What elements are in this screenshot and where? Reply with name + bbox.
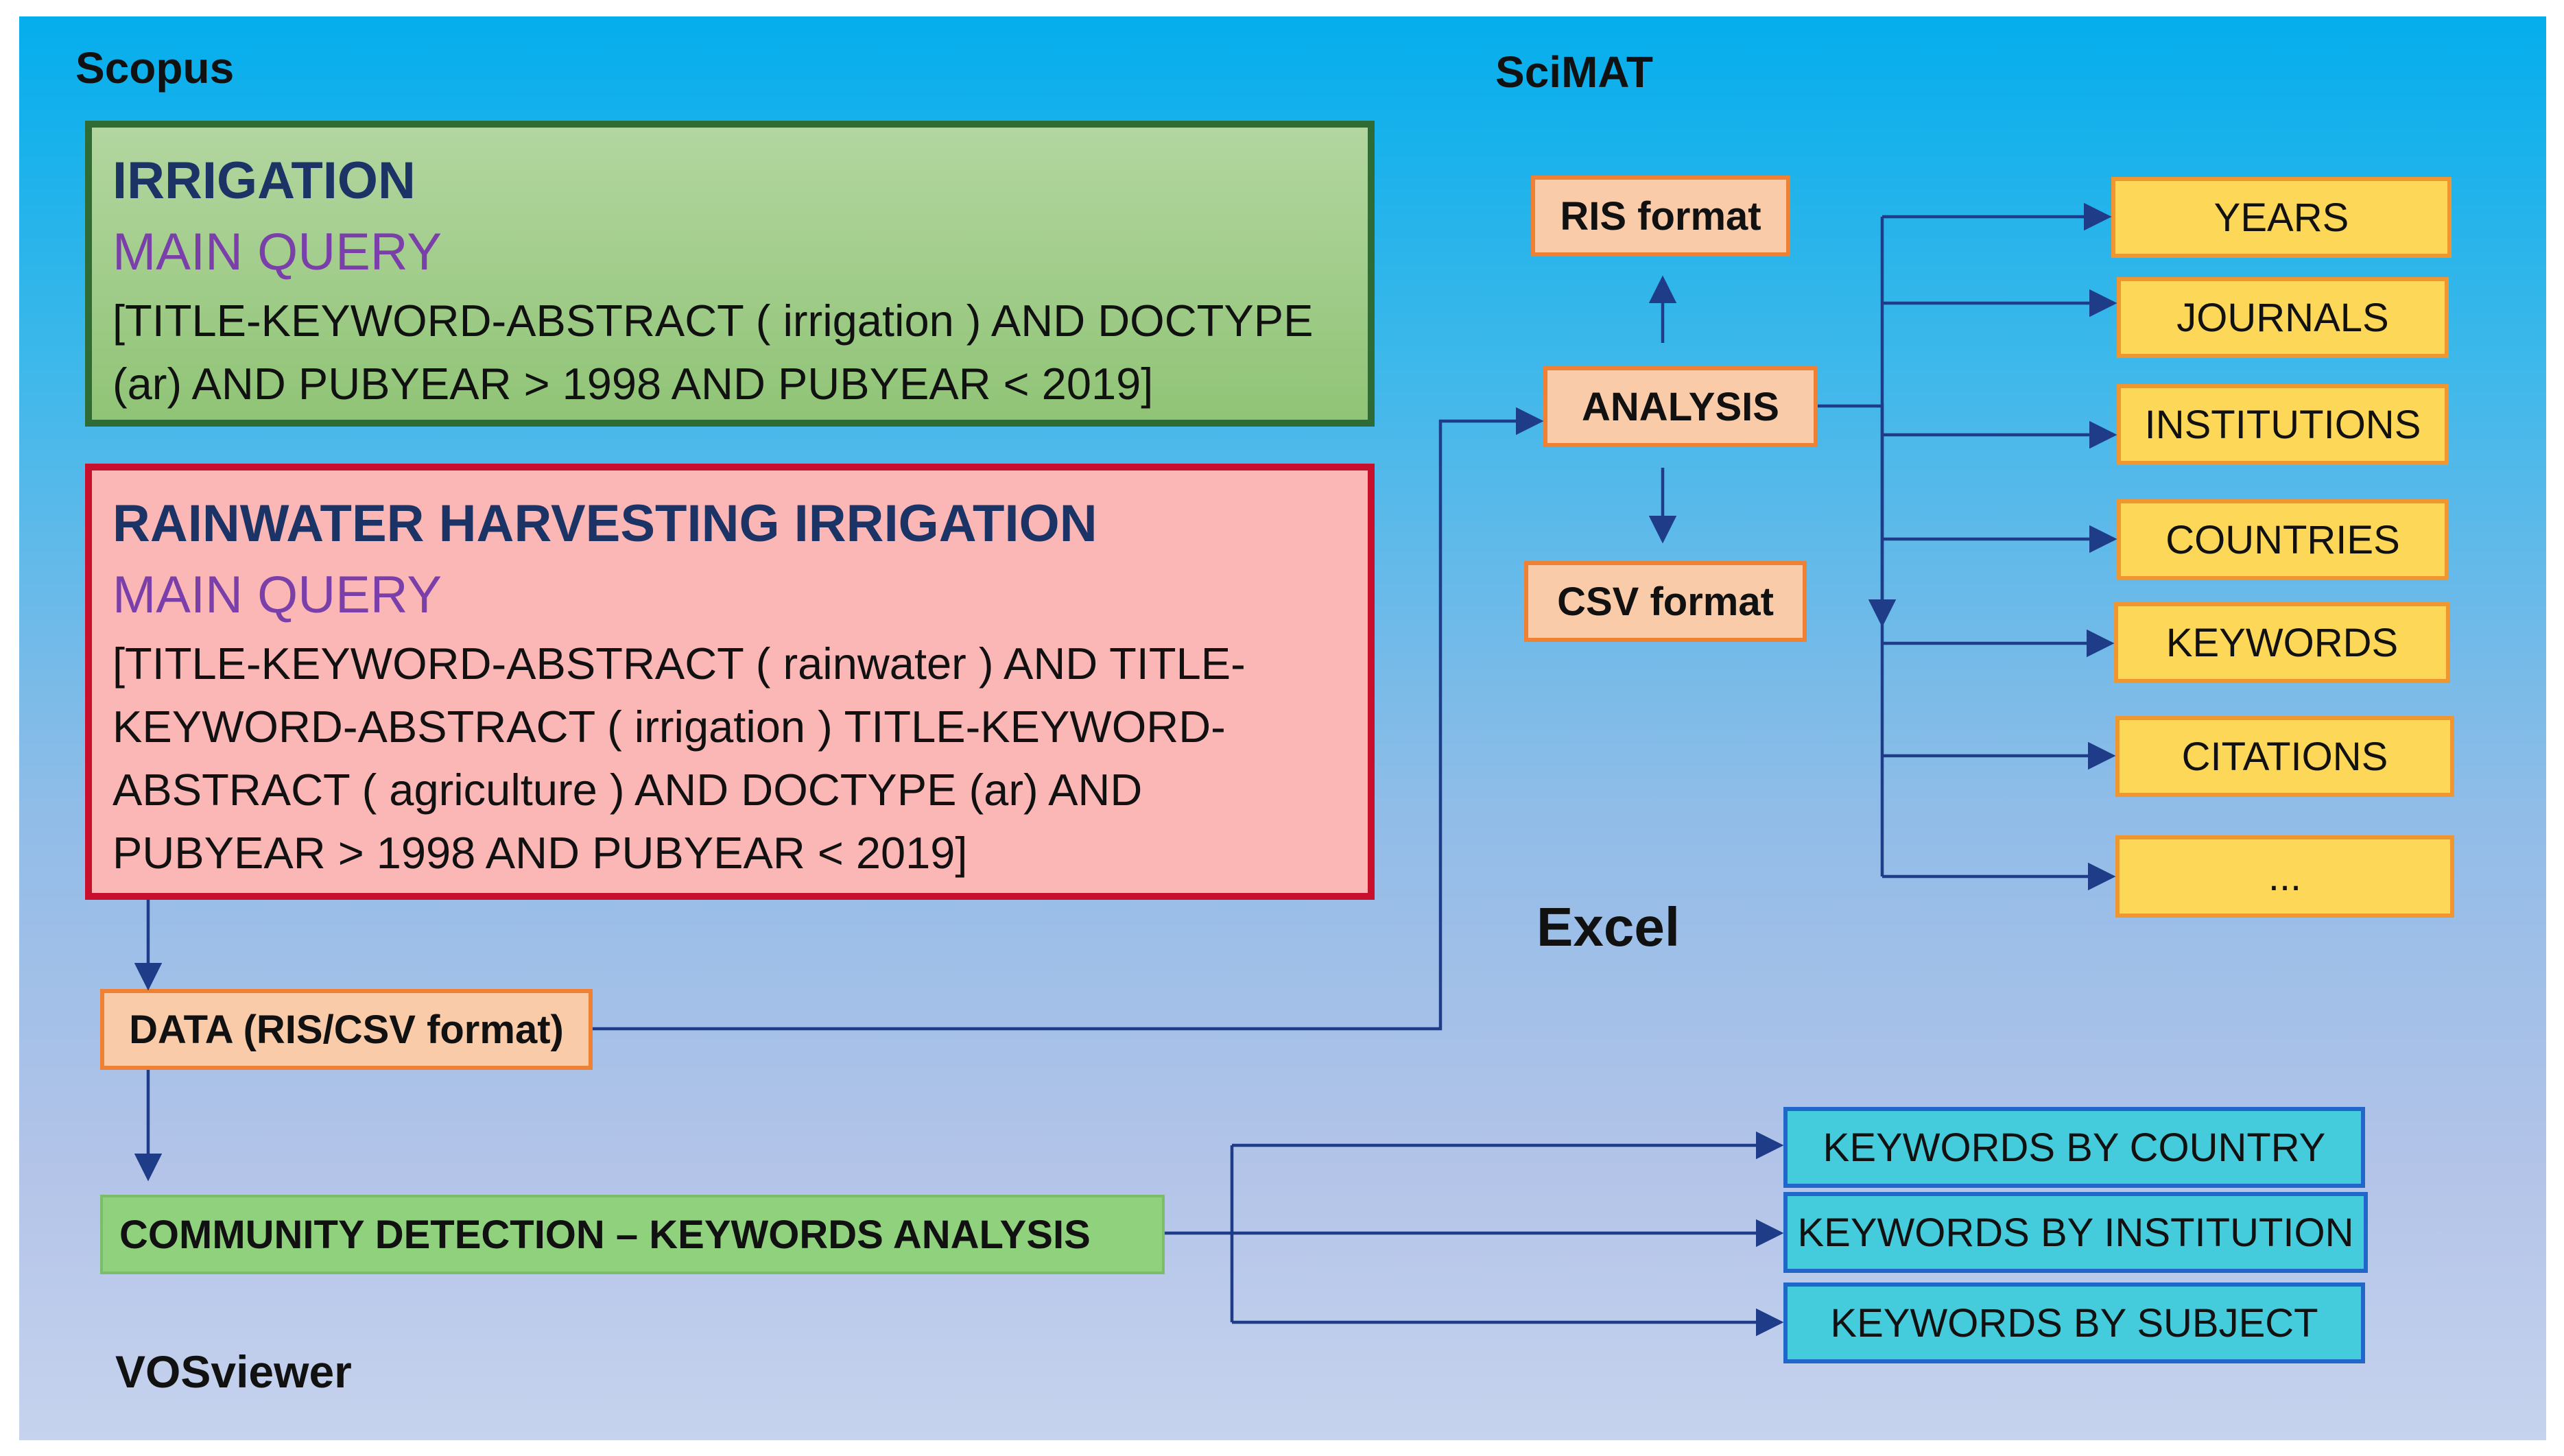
analysis-box: ANALYSIS <box>1543 366 1818 447</box>
output-institutions: INSTITUTIONS <box>2117 384 2449 465</box>
keywords-by-institution-box: KEYWORDS BY INSTITUTION <box>1783 1192 2368 1273</box>
rainwater-query-title: RAINWATER HARVESTING IRRIGATION <box>112 494 1097 553</box>
keywords-by-subject-box: KEYWORDS BY SUBJECT <box>1783 1282 2365 1363</box>
rainwater-query-text: [TITLE-KEYWORD-ABSTRACT ( rainwater ) AN… <box>112 639 1246 878</box>
output-journals: JOURNALS <box>2117 277 2449 358</box>
keywords-by-country-box: KEYWORDS BY COUNTRY <box>1783 1107 2365 1188</box>
data-box: DATA (RIS/CSV format) <box>100 989 593 1070</box>
ris-format-box: RIS format <box>1531 176 1790 256</box>
analysis-to-bracket <box>1818 404 1897 628</box>
output-keywords: KEYWORDS <box>2114 602 2450 683</box>
csv-format-box: CSV format <box>1524 561 1807 642</box>
rainwater-query-subtitle: MAIN QUERY <box>112 566 442 624</box>
output-years: YEARS <box>2111 177 2452 258</box>
rainwater-query-box: RAINWATER HARVESTING IRRIGATION MAIN QUE… <box>85 464 1375 900</box>
output-more: ... <box>2115 835 2454 918</box>
excel-label: Excel <box>1536 896 1681 957</box>
community-detection-box: COMMUNITY DETECTION – KEYWORDS ANALYSIS <box>100 1195 1165 1274</box>
irrigation-query-text: [TITLE-KEYWORD-ABSTRACT ( irrigation ) A… <box>112 296 1314 409</box>
output-citations: CITATIONS <box>2115 716 2454 797</box>
irrigation-query-box: IRRIGATION MAIN QUERY [TITLE-KEYWORD-ABS… <box>85 121 1375 427</box>
arrow-data-to-analysis <box>593 407 1544 1031</box>
irrigation-query-title: IRRIGATION <box>112 152 416 210</box>
irrigation-query-subtitle: MAIN QUERY <box>112 223 442 281</box>
vosviewer-label: VOSviewer <box>115 1346 352 1397</box>
output-countries: COUNTRIES <box>2117 499 2449 580</box>
scimat-label: SciMAT <box>1495 47 1653 97</box>
scopus-label: Scopus <box>75 43 235 93</box>
